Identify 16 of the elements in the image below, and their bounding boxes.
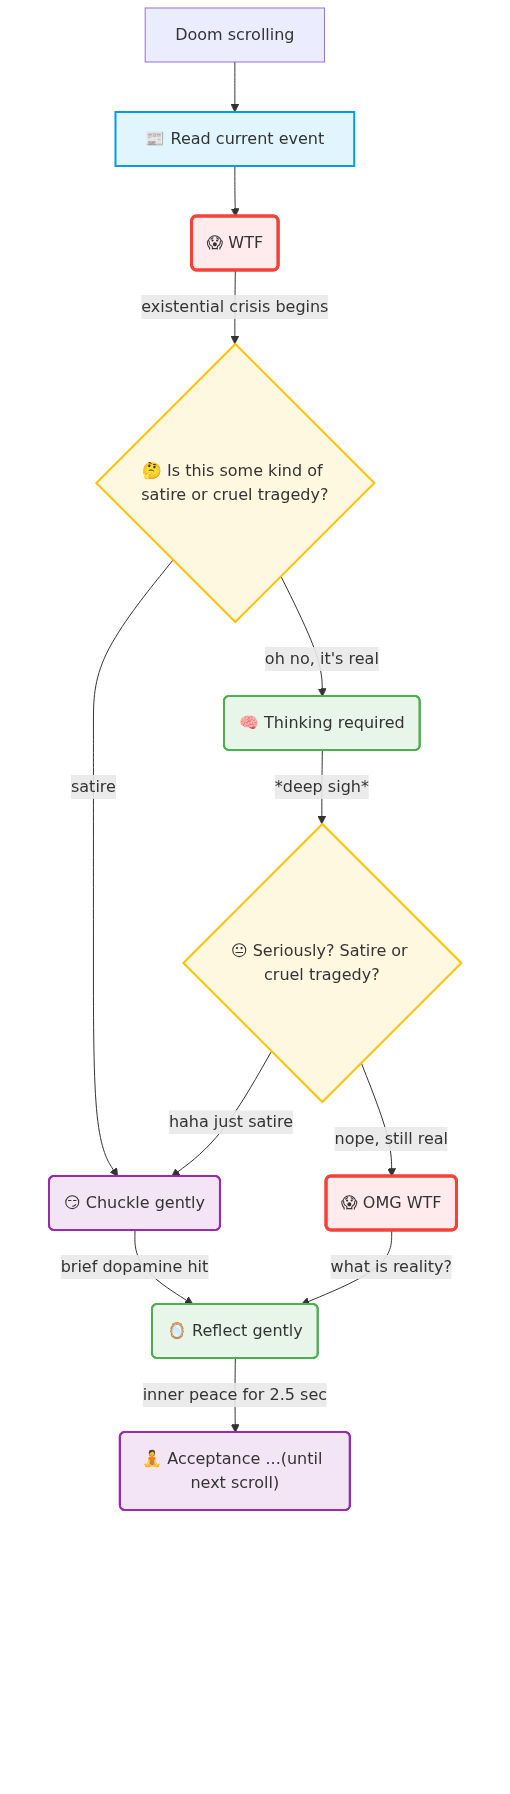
edge-label: brief dopamine hit [60, 1256, 209, 1276]
edge-label: inner peace for 2.5 sec [142, 1384, 327, 1404]
edge-label: nope, still real [334, 1128, 448, 1148]
edge-label: satire [70, 776, 116, 796]
edge-label: haha just satire [168, 1112, 293, 1132]
arrow [92, 559, 174, 1177]
edge-label: *deep sigh* [274, 776, 369, 796]
edge-label: existential crisis begins [141, 296, 329, 316]
node-box: Doom scrolling [144, 7, 325, 63]
node-diamond: 😐 Seriously? Satire or cruel tragedy? [181, 822, 463, 1104]
edge-label: oh no, it's real [264, 648, 379, 668]
arrow [230, 61, 240, 113]
arrow [230, 165, 240, 217]
node-diamond: 🤔 Is this some kind of satire or cruel tragedy? [94, 342, 376, 624]
node-box: 📰 Read current event [114, 111, 356, 167]
edge-label: what is reality? [330, 1256, 452, 1276]
